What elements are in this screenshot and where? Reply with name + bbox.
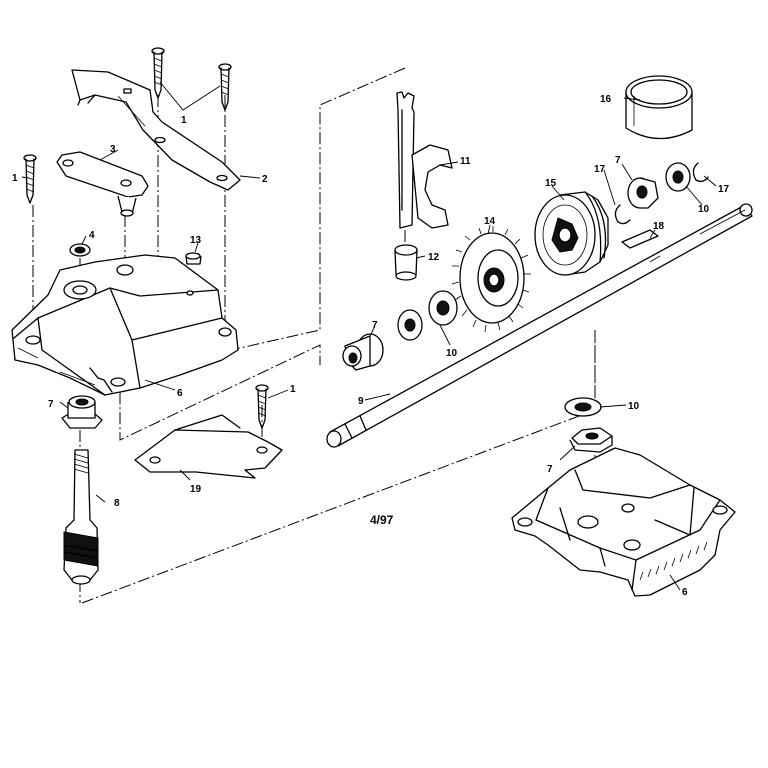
bearing-mid-part bbox=[342, 333, 384, 371]
axle-part bbox=[326, 203, 753, 448]
callout-19: 19 bbox=[190, 484, 202, 495]
callout-4: 4 bbox=[89, 230, 95, 241]
plate-part bbox=[134, 414, 283, 479]
bearing-lower-part bbox=[569, 427, 613, 453]
callout-10-lower: 10 bbox=[628, 401, 640, 412]
retaining-ring-a-part bbox=[614, 204, 631, 225]
upper-housing-part bbox=[11, 254, 239, 396]
callout-10-top: 10 bbox=[698, 204, 710, 215]
callout-18: 18 bbox=[653, 221, 665, 232]
worm-shaft-part bbox=[63, 449, 99, 585]
callout-12: 12 bbox=[428, 252, 440, 263]
screw-top-right bbox=[218, 63, 232, 111]
callout-6-upper: 6 bbox=[177, 388, 183, 399]
callout-17-b: 17 bbox=[718, 184, 730, 195]
callout-7-mid: 7 bbox=[372, 320, 378, 331]
washer-mid-b-part bbox=[428, 290, 458, 326]
bearing-top-part bbox=[627, 177, 659, 209]
callout-15: 15 bbox=[545, 178, 557, 189]
callout-7-lower: 7 bbox=[547, 464, 553, 475]
callout-3: 3 bbox=[110, 144, 116, 155]
callout-13: 13 bbox=[190, 235, 202, 246]
washer-top-part bbox=[665, 162, 691, 192]
callout-1-left: 1 bbox=[12, 173, 18, 184]
small-washer-part bbox=[69, 243, 91, 257]
callout-1-top: 1 bbox=[181, 115, 187, 126]
plug-part bbox=[185, 252, 202, 265]
screw-top-left bbox=[151, 47, 165, 99]
callout-16: 16 bbox=[600, 94, 612, 105]
callout-7-top: 7 bbox=[615, 155, 621, 166]
diagram-code: 4/97 bbox=[370, 513, 394, 527]
callout-10-mid: 10 bbox=[446, 348, 458, 359]
key-part bbox=[621, 229, 659, 249]
callout-labels: 1 1 1 2 3 4 6 6 7 7 7 7 8 9 10 10 10 11 … bbox=[12, 94, 730, 598]
lower-housing-part bbox=[511, 447, 736, 597]
callout-8: 8 bbox=[114, 498, 120, 509]
callout-1-bottom: 1 bbox=[290, 384, 296, 395]
screw-left bbox=[23, 154, 37, 204]
bearing-left-part bbox=[61, 395, 103, 429]
leader-lines bbox=[21, 81, 717, 591]
callout-6-lower: 6 bbox=[682, 587, 688, 598]
callout-14: 14 bbox=[484, 216, 496, 227]
shift-lever-part bbox=[56, 151, 149, 217]
retaining-ring-b-part bbox=[692, 162, 709, 183]
clutch-cone-part bbox=[534, 191, 609, 276]
callout-2: 2 bbox=[262, 174, 268, 185]
callout-7-left: 7 bbox=[48, 399, 54, 410]
washer-mid-a-part bbox=[397, 309, 423, 341]
shift-fork-part bbox=[396, 91, 453, 229]
fork-bushing-part bbox=[394, 244, 418, 281]
callout-9: 9 bbox=[358, 396, 364, 407]
callout-11: 11 bbox=[460, 156, 471, 167]
gear-part bbox=[451, 226, 531, 333]
washer-lower-part bbox=[564, 397, 602, 417]
screw-bottom bbox=[255, 384, 269, 429]
callout-17-a: 17 bbox=[594, 164, 606, 175]
sleeve-part bbox=[625, 75, 693, 140]
bracket-part bbox=[71, 69, 241, 191]
